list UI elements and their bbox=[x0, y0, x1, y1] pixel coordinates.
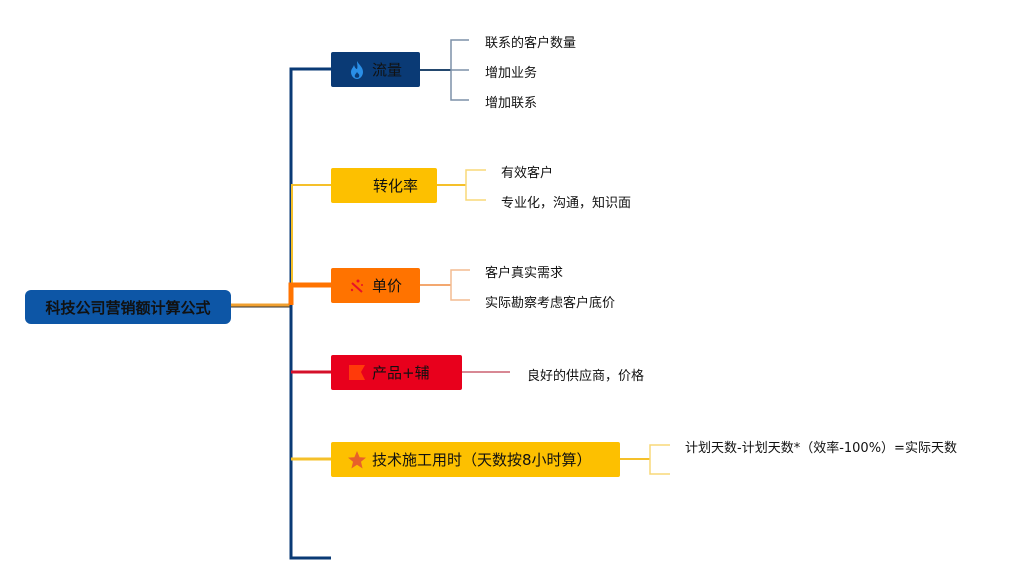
branch-node-conversion[interactable]: 转化率 bbox=[331, 168, 437, 203]
trunk-line bbox=[289, 67, 331, 560]
conversion-child-bracket bbox=[465, 169, 486, 201]
root-label: 科技公司营销额计算公式 bbox=[45, 298, 211, 317]
price-branch-line bbox=[288, 282, 331, 305]
fire-icon bbox=[347, 60, 367, 80]
branch-label-price: 单价 bbox=[372, 277, 403, 295]
branch-node-price[interactable]: 单价 bbox=[331, 268, 420, 303]
leaf-flow-3[interactable]: 增加联系 bbox=[485, 96, 538, 111]
branch-label-flow: 流量 bbox=[372, 61, 403, 79]
branch-node-tech[interactable]: 技术施工用时（天数按8小时算） bbox=[331, 442, 620, 477]
branch-label-conversion: 转化率 bbox=[373, 177, 419, 195]
tech-child-bracket bbox=[649, 444, 670, 475]
leaf-product-1[interactable]: 良好的供应商，价格 bbox=[527, 369, 645, 384]
branch-label-tech: 技术施工用时（天数按8小时算） bbox=[372, 451, 592, 469]
leaf-conversion-2[interactable]: 专业化，沟通，知识面 bbox=[501, 196, 632, 211]
leaf-tech-1[interactable]: 计划天数-计划天数*（效率-100%）=实际天数 bbox=[685, 441, 957, 456]
branch-label-product: 产品+辅 bbox=[372, 364, 430, 382]
branch-node-flow[interactable]: 流量 bbox=[331, 52, 420, 87]
leaf-price-1[interactable]: 客户真实需求 bbox=[485, 266, 564, 281]
flag-icon bbox=[347, 363, 367, 383]
branch-node-product[interactable]: 产品+辅 bbox=[331, 355, 462, 390]
leaf-conversion-1[interactable]: 有效客户 bbox=[501, 166, 554, 181]
price-child-bracket bbox=[450, 269, 470, 301]
leaf-flow-2[interactable]: 增加业务 bbox=[485, 66, 538, 81]
leaf-price-2[interactable]: 实际勘察考虑客户底价 bbox=[485, 296, 616, 311]
conversion-branch-line bbox=[291, 184, 331, 305]
root-node[interactable]: 科技公司营销额计算公式 bbox=[25, 290, 231, 324]
leaf-flow-1[interactable]: 联系的客户数量 bbox=[485, 36, 577, 51]
star-icon bbox=[347, 450, 367, 470]
sparkle-icon bbox=[347, 276, 367, 296]
